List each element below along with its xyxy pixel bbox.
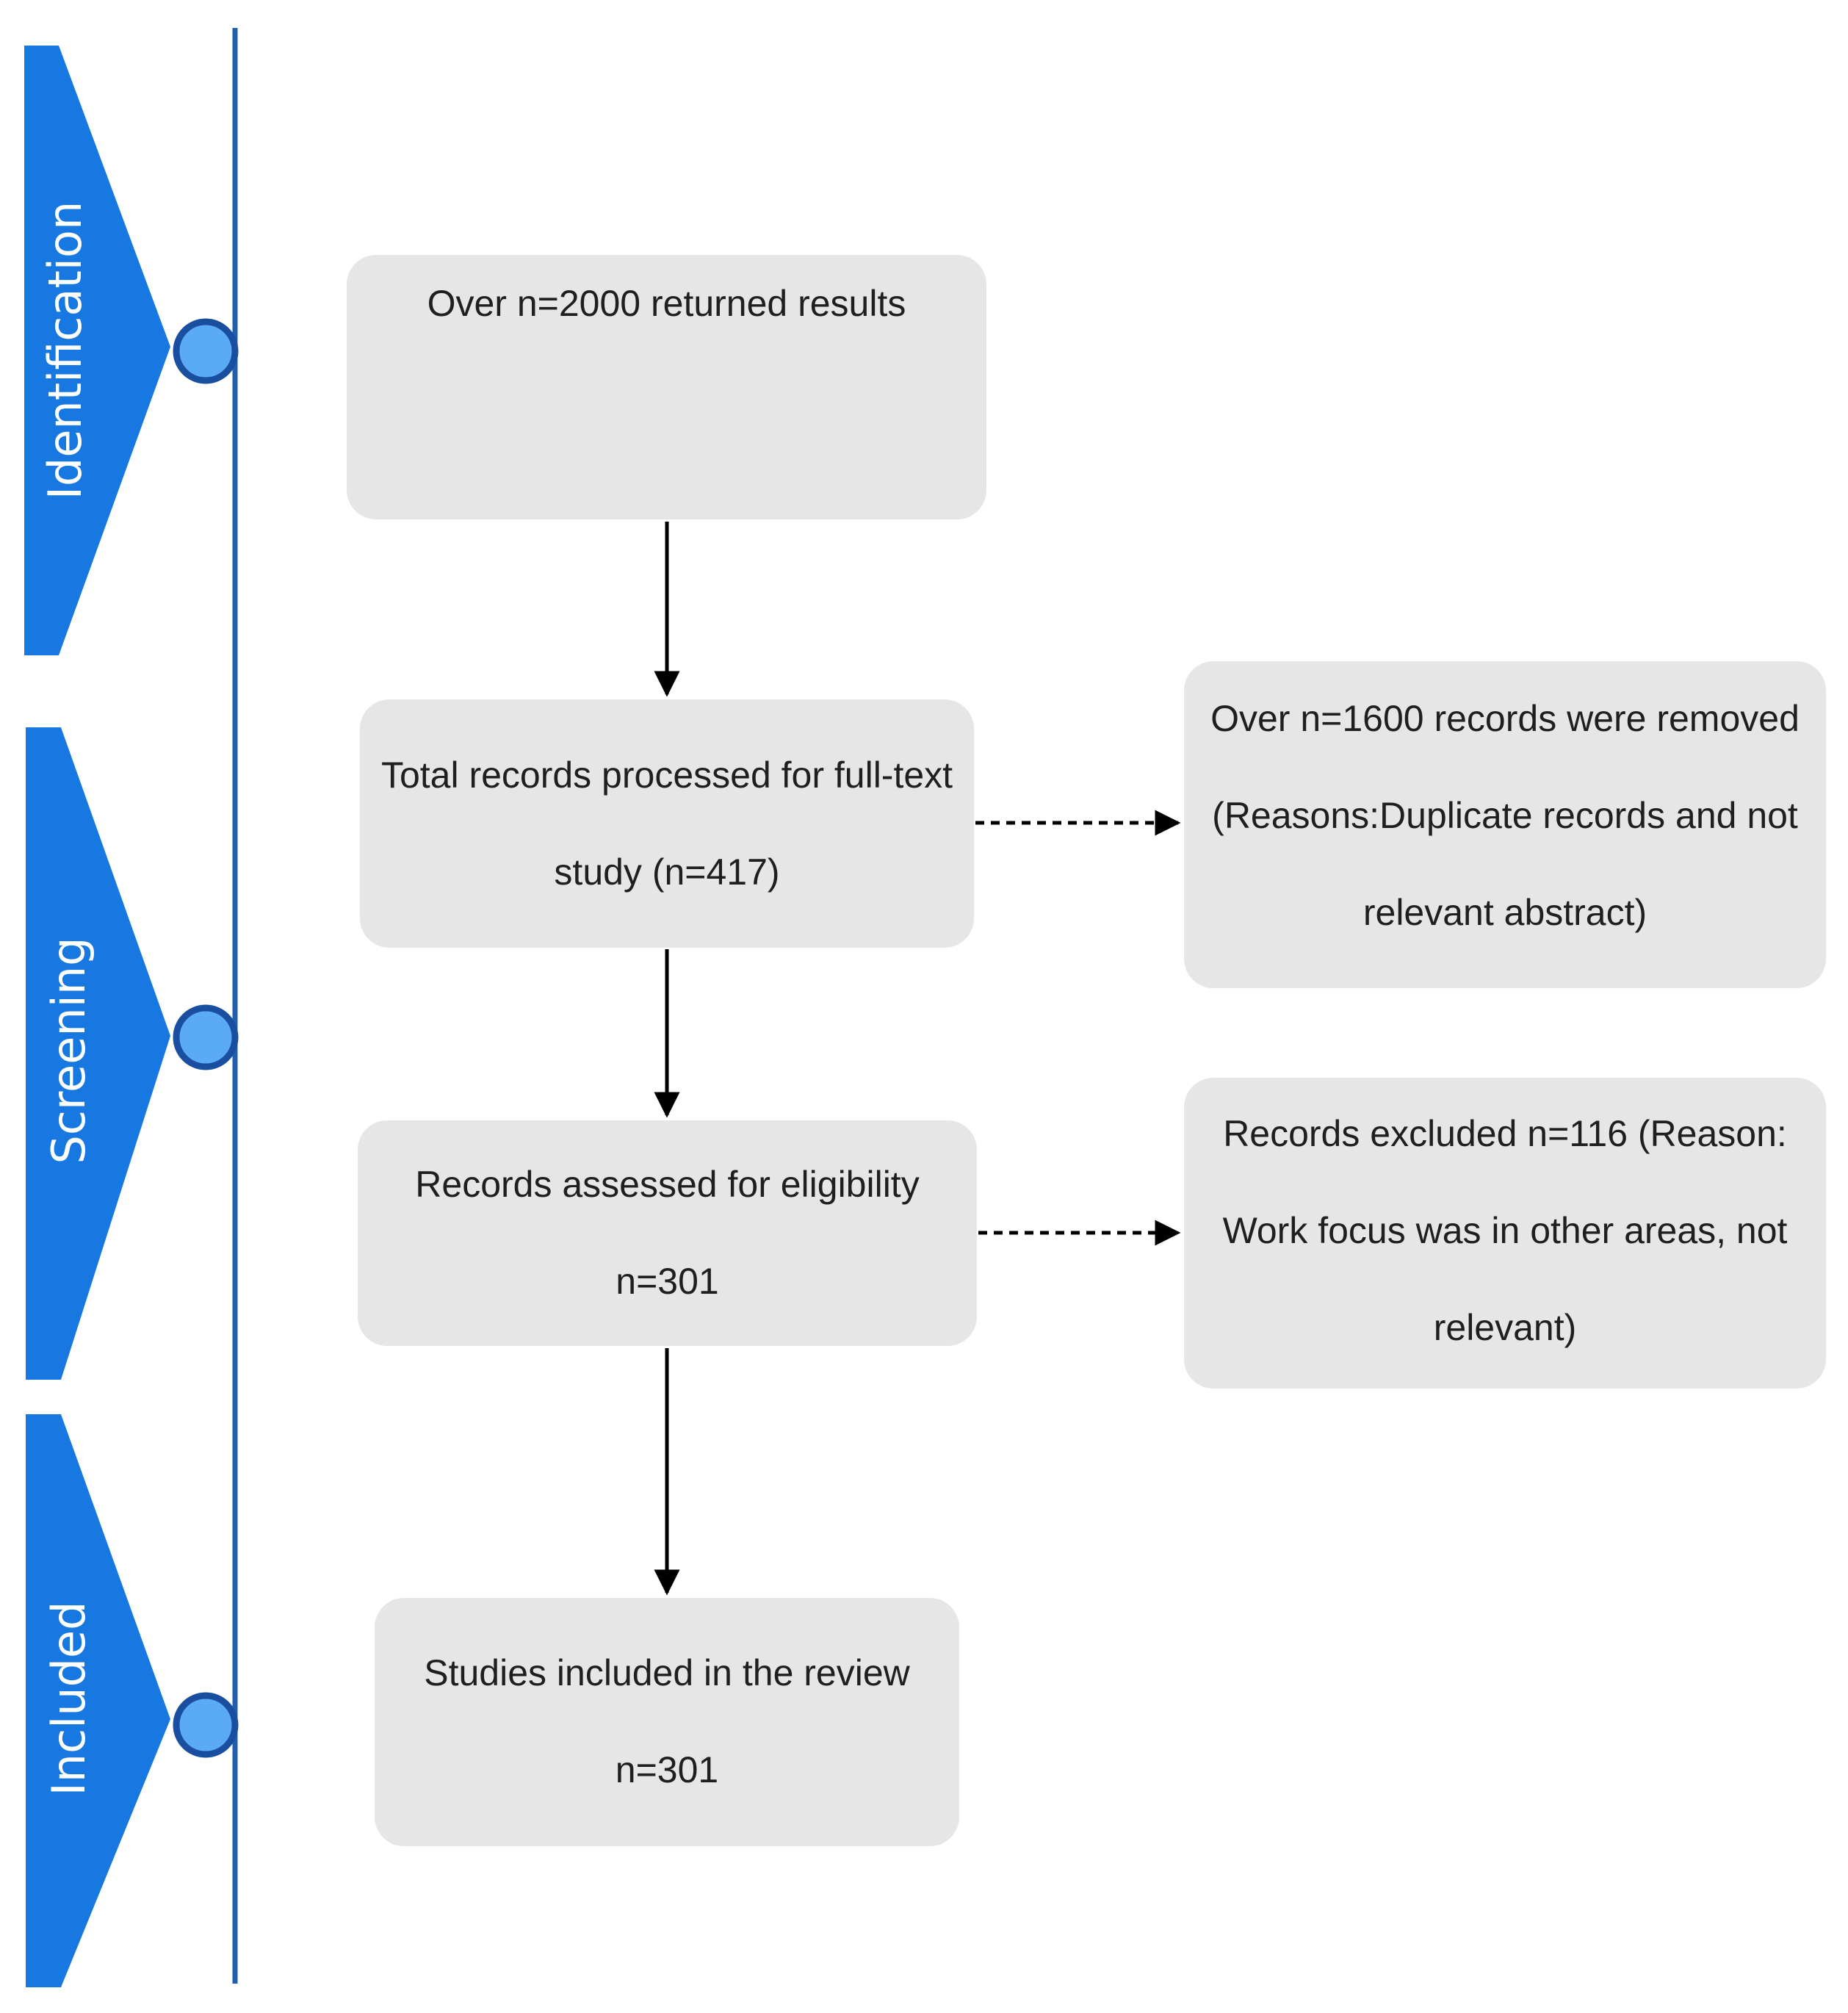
timeline-node-identification	[173, 318, 239, 384]
box-text-line: Total records processed for full-text	[380, 755, 953, 796]
stage-banner-included	[26, 1414, 170, 1987]
box-text-line: Work focus was in other areas, not	[1222, 1210, 1788, 1251]
stage-label-included: Included	[42, 1601, 95, 1796]
box-full-text-study: Total records processed for full-text st…	[360, 699, 974, 948]
box-text-line: n=301	[615, 1749, 719, 1790]
stage-banner-screening	[26, 727, 170, 1380]
box-text-line: Studies included in the review	[424, 1652, 910, 1693]
box-text-line: Records assessed for eligibility	[415, 1164, 920, 1205]
box-text-line: Over n=1600 records were removed	[1210, 698, 1800, 739]
box-records-eligibility: Records assessed for eligibility n=301	[358, 1120, 977, 1346]
box-text-line: Over n=2000 returned results	[427, 283, 906, 324]
box-records-removed: Over n=1600 records were removed (Reason…	[1184, 661, 1826, 988]
box-text-line: n=301	[616, 1261, 719, 1302]
timeline-node-screening	[173, 1004, 239, 1070]
stage-label-identification: Identification	[38, 201, 92, 500]
stage-banner-identification	[24, 46, 170, 655]
box-returned-results: Over n=2000 returned results	[347, 255, 986, 519]
box-text-line: Records excluded n=116 (Reason:	[1223, 1113, 1787, 1154]
box-text-line: relevant)	[1433, 1307, 1577, 1348]
box-records-excluded: Records excluded n=116 (Reason: Work foc…	[1184, 1078, 1826, 1389]
box-studies-included: Studies included in the review n=301	[375, 1598, 959, 1846]
stage-label-screening: Screening	[42, 937, 95, 1164]
box-text-line: relevant abstract)	[1362, 892, 1647, 933]
box-text-line: (Reasons:Duplicate records and not	[1212, 795, 1798, 836]
box-text-line: study (n=417)	[554, 851, 780, 893]
timeline-node-included	[173, 1692, 239, 1758]
